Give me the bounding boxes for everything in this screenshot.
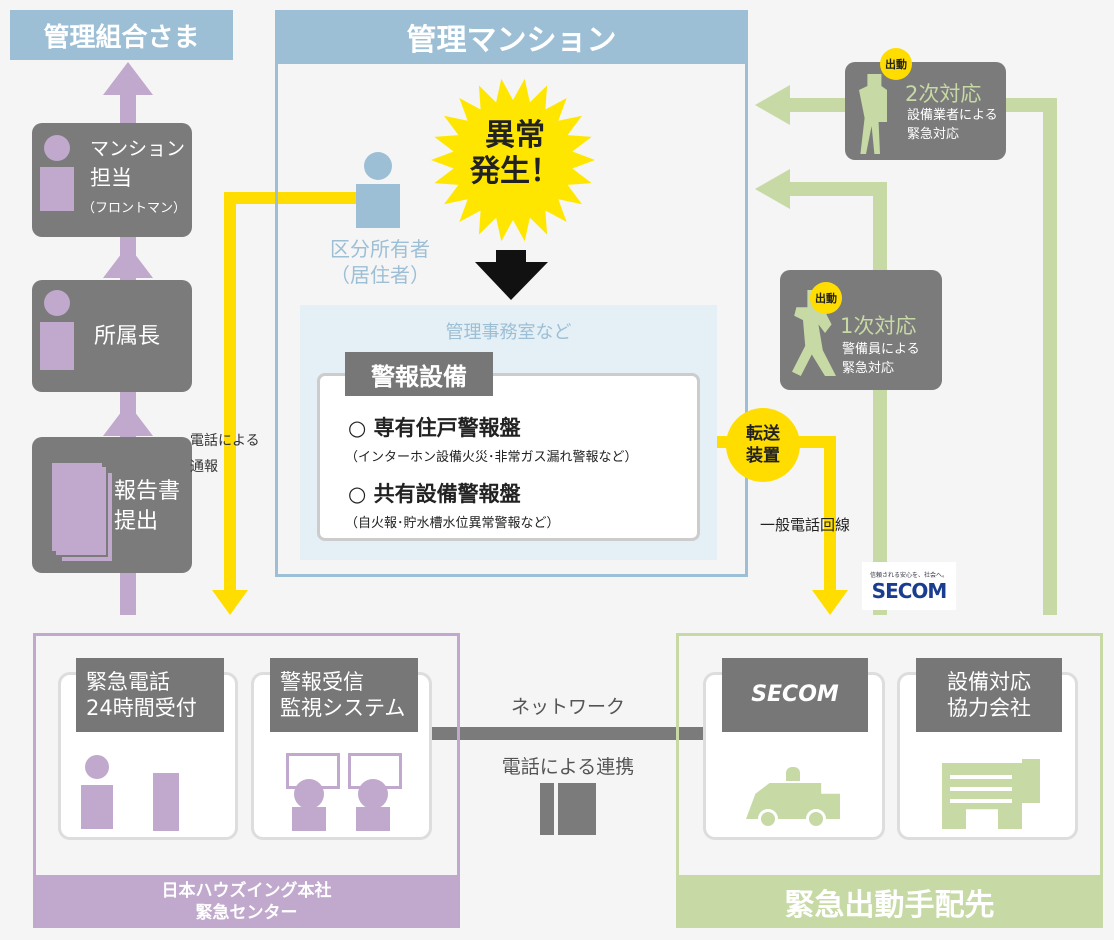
network-label: ネットワーク	[510, 696, 625, 718]
left-column-title: 管理組合さま	[10, 10, 233, 60]
secom-label: SECOM	[722, 658, 868, 732]
arrow-down-icon	[212, 590, 248, 615]
response2-box: 2次対応 設備業者による緊急対応	[845, 62, 1006, 160]
technician-icon	[859, 74, 887, 154]
arrow-down-icon	[812, 590, 848, 615]
alert-text: 異常発生！	[470, 118, 560, 189]
dispatch-badge: 出動	[880, 48, 912, 80]
response-desc: 警備員による緊急対応	[842, 342, 920, 376]
response1-box: 1次対応 警備員による緊急対応	[780, 270, 942, 390]
person-icon	[44, 135, 70, 161]
office-label: 管理事務室など	[445, 322, 572, 343]
dispatch-badge: 出動	[810, 282, 842, 314]
telephone-icon	[153, 773, 179, 831]
label: 報告書	[114, 479, 181, 504]
owner-label: 区分所有者（居住者）	[330, 237, 430, 287]
building-icon	[942, 763, 1022, 829]
secom-logo: 信頼される安心を、社会へ。 SECOM	[862, 562, 956, 610]
panel-note: （自火報･貯水槽水位異常警報など）	[345, 516, 560, 531]
response-desc: 設備業者による緊急対応	[907, 108, 998, 142]
arrow-left-icon	[755, 169, 790, 209]
dispatch-title: 緊急出動手配先	[676, 875, 1103, 928]
private-alarm-panel: ○ 専有住戸警報盤	[348, 416, 521, 440]
common-alarm-panel: ○ 共有設備警報盤	[348, 482, 521, 506]
label: 提出	[114, 509, 159, 534]
response-title: 2次対応	[905, 82, 982, 106]
green-route-1	[790, 182, 887, 615]
telephone-icon	[540, 783, 596, 835]
monitoring-label: 警報受信監視システム	[270, 658, 418, 732]
response-title: 1次対応	[840, 314, 917, 338]
owner-icon	[364, 152, 392, 180]
network-line	[432, 727, 704, 740]
alarm-equipment-label: 警報設備	[345, 352, 493, 396]
label: 所属長	[94, 324, 161, 349]
arrow-up-icon	[103, 245, 153, 278]
manager-box: 所属長	[32, 280, 192, 392]
phone-report-label: 電話による通報	[190, 433, 260, 475]
alarm-equipment-box	[317, 373, 700, 541]
arrow-up-icon	[103, 403, 153, 436]
arrow-up-icon	[103, 62, 153, 95]
emergency-center-title: 日本ハウズイング本社緊急センター	[33, 875, 460, 928]
label: （フロントマン）	[82, 201, 187, 216]
facility-partner-label: 設備対応協力会社	[916, 658, 1062, 732]
front-man-box: マンション 担当 （フロントマン）	[32, 123, 192, 237]
transfer-device: 転送装置	[726, 408, 800, 482]
report-box: 報告書 提出	[32, 437, 192, 573]
general-line-label: 一般電話回線	[760, 516, 851, 534]
mansion-title: 管理マンション	[275, 10, 748, 64]
mansion-panel	[275, 10, 748, 577]
yellow-route-report	[224, 192, 360, 590]
label: マンション	[90, 138, 186, 160]
panel-note: （インターホン設備火災･非常ガス漏れ警報など）	[345, 450, 638, 465]
arrow-left-icon	[755, 85, 790, 125]
operator-icon	[85, 755, 109, 779]
document-icon	[52, 463, 102, 551]
label: 担当	[90, 166, 132, 190]
person-icon	[44, 290, 70, 316]
phone-link-label: 電話による連携	[501, 756, 635, 778]
